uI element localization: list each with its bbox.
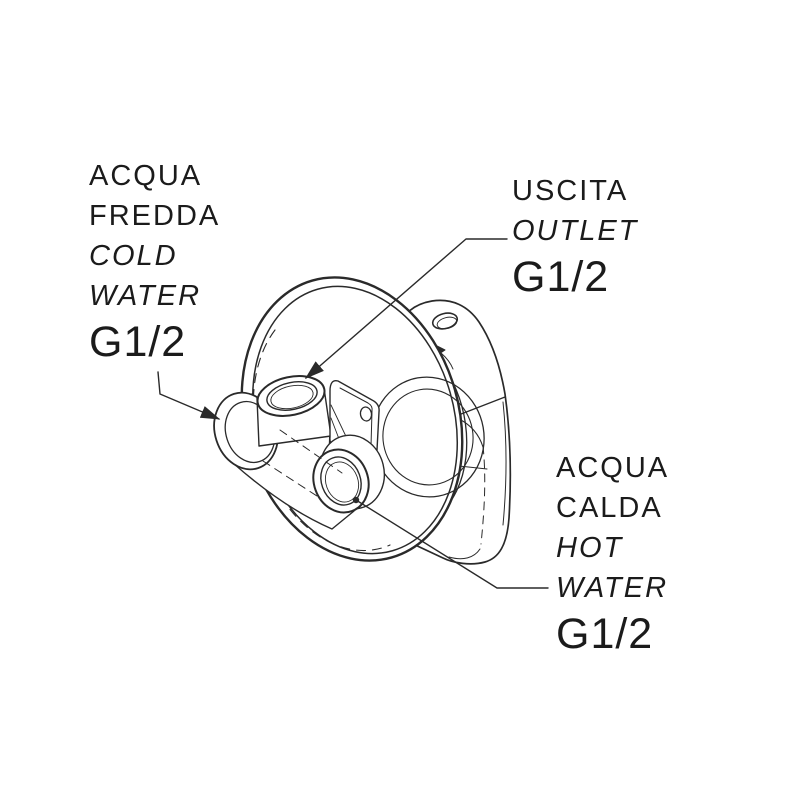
- wall-bracket-bottom-corner-line: [448, 548, 481, 560]
- label-cold-line-2: FREDDA: [89, 200, 221, 232]
- label-hot-water: ACQUA CALDA HOT WATER G1/2: [556, 448, 669, 660]
- valve-body: [213, 375, 386, 530]
- label-cold-water: ACQUA FREDDA COLD WATER G1/2: [89, 156, 220, 368]
- hot-port-bore: [324, 461, 360, 503]
- body-hidden-lines: [262, 429, 343, 499]
- leader-lines: [157, 238, 549, 589]
- wall-bracket-inner-edge: [502, 401, 507, 526]
- outlet-port-bore: [270, 384, 314, 410]
- screw-hole-depth-arc: [436, 316, 458, 330]
- hot-inlet-port: [312, 434, 386, 514]
- label-hot-line-2: CALDA: [556, 492, 663, 524]
- leader-line-cold-inlet: [157, 371, 221, 420]
- label-cold-line-3: COLD: [89, 240, 178, 272]
- hot-port-inner-ring: [320, 456, 362, 506]
- label-hot-line-3: HOT: [556, 532, 624, 564]
- cartridge-screw-hole: [359, 406, 373, 422]
- label-outlet-line-2: OUTLET: [512, 215, 639, 247]
- housing-inner-circle: [382, 388, 474, 486]
- wall-bracket-hidden-edge: [480, 445, 486, 545]
- label-cold-thread-size: G1/2: [89, 318, 187, 366]
- outlet-port: [256, 375, 326, 417]
- leader-line-hot-inlet: [355, 499, 549, 589]
- outlet-port-inner-ring: [266, 381, 318, 411]
- leader-dot-hot-inlet: [352, 496, 360, 504]
- label-outlet: USCITA OUTLET G1/2: [512, 171, 638, 303]
- label-hot-line-1: ACQUA: [556, 452, 670, 484]
- label-hot-thread-size: G1/2: [556, 610, 654, 658]
- label-cold-line-4: WATER: [89, 280, 202, 312]
- cartridge-flange-inner-edge: [339, 387, 373, 447]
- label-hot-line-4: WATER: [556, 572, 669, 604]
- label-outlet-line-1: USCITA: [512, 175, 629, 207]
- leader-line-outlet: [304, 238, 508, 379]
- label-outlet-thread-size: G1/2: [512, 253, 610, 301]
- label-cold-line-1: ACQUA: [89, 160, 203, 192]
